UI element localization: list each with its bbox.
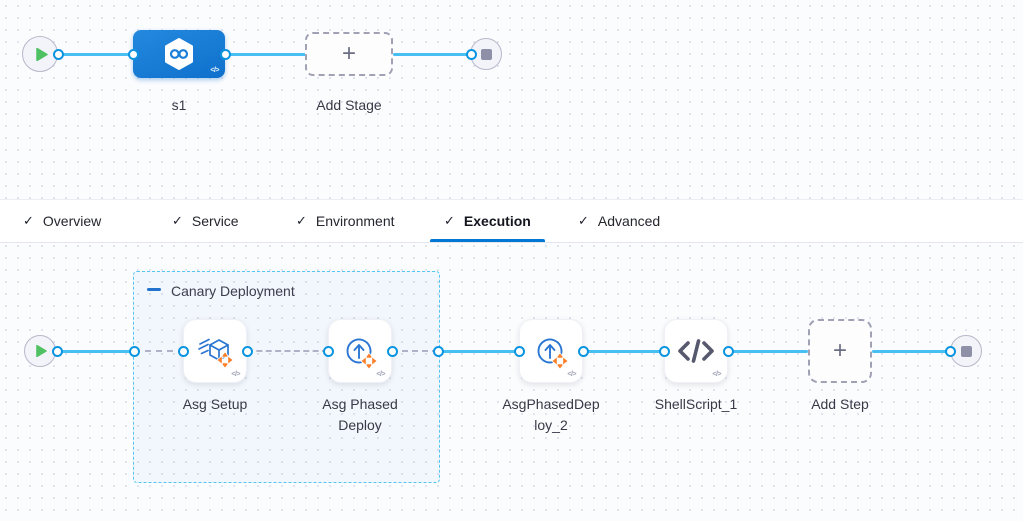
connector-dot[interactable] (219, 48, 231, 60)
stage-connector-line (58, 52, 135, 56)
step-connector-line (872, 349, 950, 353)
step-asg-phased-deploy[interactable]: </> (328, 319, 392, 383)
collapse-group-icon[interactable] (147, 288, 161, 291)
step-label: Asg Phased Deploy (322, 396, 398, 433)
tab-advanced[interactable]: ✓ Advanced (578, 213, 661, 229)
step-label: Asg Setup (182, 396, 248, 412)
code-badge-icon: </> (376, 371, 385, 378)
connector-dot[interactable] (322, 345, 334, 357)
connector-dot[interactable] (465, 48, 477, 60)
step-connector-line (728, 349, 808, 353)
stop-icon (480, 48, 492, 60)
step-connector-line (583, 349, 664, 353)
connector-dot[interactable] (52, 48, 64, 60)
connector-dot[interactable] (177, 345, 189, 357)
check-icon: ✓ (23, 213, 34, 228)
check-icon: ✓ (578, 213, 589, 228)
code-badge-icon: </> (567, 371, 576, 378)
connector-dot[interactable] (128, 345, 140, 357)
connector-dot[interactable] (127, 48, 139, 60)
add-step-label: Add Step (811, 396, 869, 412)
plus-icon: + (832, 337, 847, 364)
canary-deployment-group[interactable] (133, 271, 440, 483)
play-icon (36, 345, 47, 357)
stage-node-s1[interactable]: </> (133, 30, 225, 78)
connector-dot[interactable] (722, 345, 734, 357)
code-badge-icon: </> (231, 371, 240, 378)
connector-dot[interactable] (51, 345, 63, 357)
connector-dot[interactable] (432, 345, 444, 357)
step-asg-phased-deploy-2[interactable]: </> (519, 319, 583, 383)
step-label: AsgPhasedDeploy_2 (502, 396, 600, 433)
step-shellscript-1[interactable]: </> (664, 319, 728, 383)
stage-config-tabbar: ✓ Overview ✓ Service ✓ Environment ✓ Exe… (0, 199, 1023, 243)
connector-dot[interactable] (241, 345, 253, 357)
step-asg-setup[interactable]: </> (183, 319, 247, 383)
phased-deploy-icon (537, 338, 569, 370)
step-connector-dashed (247, 350, 328, 352)
stage-connector-line (225, 52, 306, 56)
connector-dot[interactable] (577, 345, 589, 357)
play-icon (35, 47, 48, 61)
step-connector-line (57, 349, 134, 353)
add-stage-button[interactable]: + (305, 32, 393, 76)
plus-icon: + (341, 40, 356, 67)
check-icon: ✓ (172, 213, 183, 228)
stage-connector-line (393, 52, 471, 56)
connector-dot[interactable] (513, 345, 525, 357)
tab-overview[interactable]: ✓ Overview (23, 213, 102, 229)
asg-setup-icon (198, 338, 234, 369)
connector-dot[interactable] (386, 345, 398, 357)
code-badge-icon: </> (712, 371, 721, 378)
execution-start-node[interactable] (24, 335, 56, 367)
step-label: ShellScript_1 (654, 396, 738, 412)
add-stage-label: Add Stage (316, 97, 382, 113)
shell-script-icon (678, 339, 714, 363)
cd-stage-icon (165, 38, 193, 70)
tab-execution[interactable]: ✓ Execution (430, 200, 545, 242)
group-title: Canary Deployment (171, 283, 295, 299)
step-connector-line (438, 349, 519, 353)
stage-label: s1 (171, 97, 187, 113)
step-connector-dashed (134, 350, 184, 352)
stop-icon (960, 345, 972, 357)
check-icon: ✓ (444, 213, 455, 228)
phased-deploy-icon (346, 338, 378, 370)
tab-environment[interactable]: ✓ Environment (296, 213, 395, 229)
add-step-button[interactable]: + (808, 319, 872, 383)
connector-dot[interactable] (944, 345, 956, 357)
step-connector-dashed (392, 350, 438, 352)
code-badge-icon: </> (210, 67, 219, 74)
connector-dot[interactable] (658, 345, 670, 357)
tab-service[interactable]: ✓ Service (172, 213, 239, 229)
check-icon: ✓ (296, 213, 307, 228)
